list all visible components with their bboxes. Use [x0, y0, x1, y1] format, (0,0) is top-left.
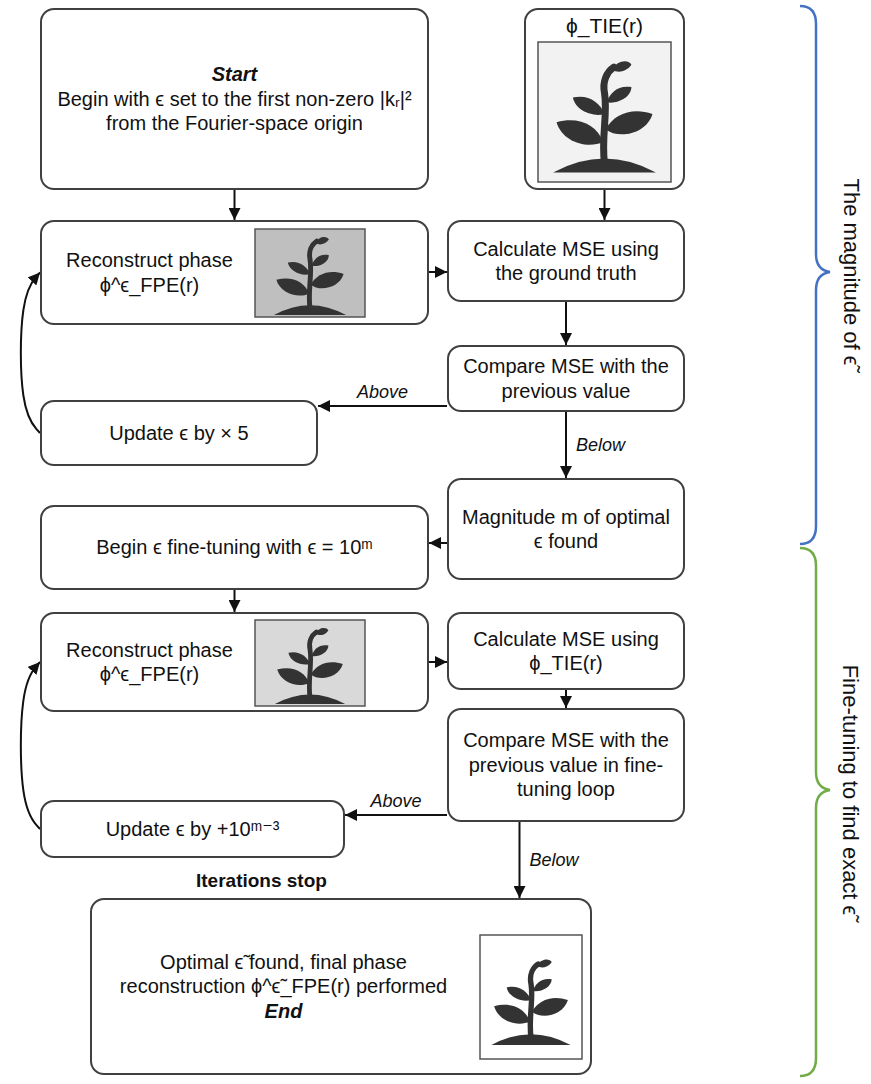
start-box: StartBegin with ϵ set to the first non-z… — [40, 8, 429, 190]
flow-arrow — [565, 412, 567, 478]
node-text: Update ϵ by × 5 — [109, 421, 248, 445]
node-text: Begin ϵ fine-tuning with ϵ = 10ᵐ — [96, 535, 373, 559]
node-text: Compare MSE with the previous value in f… — [459, 728, 673, 801]
process-box: Reconstruct phase ϕ^ϵ_FPE(r) — [40, 220, 429, 325]
node-heading: End — [265, 999, 303, 1023]
branch-label: Below — [528, 850, 581, 871]
flow-arrow — [429, 542, 447, 544]
flow-arrow — [345, 814, 447, 816]
flow-arrow — [21, 662, 40, 829]
node-text: Calculate MSE using the ground truth — [459, 237, 673, 286]
process-box: Magnitude m of optimal ϵ found — [447, 478, 685, 580]
branch-label: Below — [574, 435, 627, 456]
node-heading: Start — [212, 62, 258, 86]
decision-box: Compare MSE with the previous value in f… — [447, 708, 685, 822]
plant-image — [255, 620, 365, 706]
flow-arrow — [429, 661, 447, 663]
end-box: Iterations stopOptimal ϵ̃ found, final p… — [90, 898, 592, 1075]
node-text: Optimal ϵ̃ found, final phase reconstruc… — [102, 950, 465, 999]
flow-arrow — [565, 302, 567, 345]
flow-arrow — [519, 822, 521, 898]
flow-arrow — [604, 190, 606, 220]
flow-arrow — [21, 273, 40, 434]
green-bracket — [800, 548, 830, 1076]
update-box: Update ϵ by × 5 — [40, 400, 318, 466]
node-text: Reconstruct phase ϕ^ϵ_FPE(r) — [52, 248, 247, 297]
node-text: Compare MSE with the previous value — [459, 354, 673, 403]
flow-arrow — [234, 190, 236, 220]
branch-label: Above — [355, 382, 410, 403]
ground-truth-box: ϕ_TIE(r) — [524, 8, 685, 190]
plant-image — [538, 42, 671, 182]
flow-arrow — [318, 405, 447, 407]
plant-image — [255, 229, 365, 317]
decision-box: Compare MSE with the previous value — [447, 345, 685, 412]
process-box: Reconstruct phase ϕ^ϵ_FPE(r) — [40, 612, 429, 712]
node-text: Iterations stop — [196, 869, 327, 892]
plant-image — [480, 935, 582, 1059]
branch-label: Above — [369, 791, 424, 812]
node-text: Reconstruct phase ϕ^ϵ_FPE(r) — [52, 638, 247, 687]
flow-arrow — [565, 690, 567, 708]
node-text: ϕ_TIE(r) — [566, 13, 643, 39]
flow-arrow — [429, 271, 447, 273]
node-text: Magnitude m of optimal ϵ found — [459, 505, 673, 554]
node-text: Calculate MSE using ϕ_TIE(r) — [459, 627, 673, 676]
update-box: Update ϵ by +10ᵐ⁻³ — [40, 800, 345, 858]
node-text: Begin with ϵ set to the first non-zero |… — [52, 87, 417, 136]
process-box: Begin ϵ fine-tuning with ϵ = 10ᵐ — [40, 505, 429, 590]
bracket-label: Fine-tuning to find exact ϵ̃ — [837, 663, 863, 918]
node-text: Update ϵ by +10ᵐ⁻³ — [106, 817, 280, 841]
bracket-label: The magnitude of ϵ̃ — [837, 176, 863, 367]
flow-arrow — [234, 590, 236, 612]
process-box: Calculate MSE using the ground truth — [447, 220, 685, 302]
blue-bracket — [800, 6, 830, 544]
process-box: Calculate MSE using ϕ_TIE(r) — [447, 612, 685, 690]
